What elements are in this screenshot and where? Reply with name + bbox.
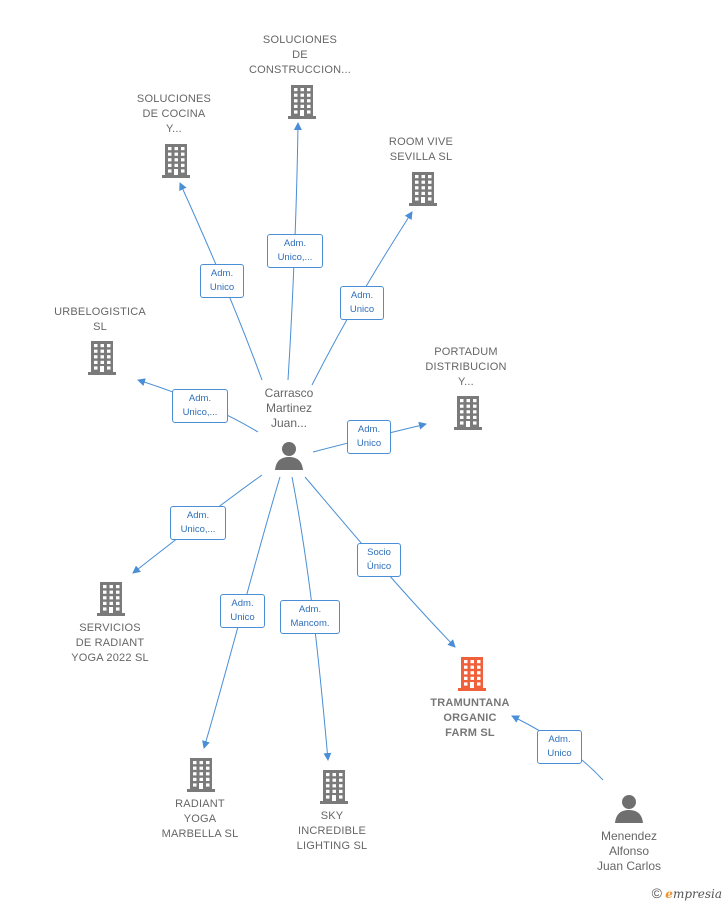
building-icon-main[interactable] bbox=[457, 656, 487, 692]
node-radiant-yoga[interactable]: RADIANT YOGA MARBELLA SL bbox=[161, 798, 239, 840]
node-soluciones-construccion[interactable]: SOLUCIONES DE CONSTRUCCION... bbox=[249, 34, 351, 76]
relation-label-construccion[interactable]: Adm.Unico,... bbox=[267, 234, 323, 268]
building-icon[interactable] bbox=[186, 757, 216, 793]
node-menendez-alfonso[interactable]: Menendez Alfonso Juan Carlos bbox=[596, 829, 662, 873]
node-tramuntana[interactable]: TRAMUNTANA ORGANIC FARM SL bbox=[430, 697, 510, 739]
building-icon[interactable] bbox=[287, 84, 317, 120]
building-icon[interactable] bbox=[453, 395, 483, 431]
node-carrasco-martinez[interactable]: Carrasco Martinez Juan... bbox=[244, 386, 334, 431]
node-sky-incredible[interactable]: SKY INCREDIBLE LIGHTING SL bbox=[296, 810, 368, 852]
building-icon[interactable] bbox=[161, 143, 191, 179]
relation-label-servicios[interactable]: Adm.Unico,... bbox=[170, 506, 226, 540]
node-urbelogistica[interactable]: URBELOGISTICA SL bbox=[54, 306, 146, 333]
node-servicios-radiant[interactable]: SERVICIOS DE RADIANT YOGA 2022 SL bbox=[71, 622, 149, 664]
relation-label-cocina[interactable]: Adm.Unico bbox=[200, 264, 244, 298]
building-icon[interactable] bbox=[408, 171, 438, 207]
relation-label-portadum[interactable]: Adm.Unico bbox=[347, 420, 391, 454]
node-label: Carrasco Martinez Juan... bbox=[264, 386, 314, 430]
relation-label-room[interactable]: Adm.Unico bbox=[340, 286, 384, 320]
node-soluciones-cocina[interactable]: SOLUCIONES DE COCINA Y... bbox=[136, 93, 212, 135]
building-icon[interactable] bbox=[96, 581, 126, 617]
relation-label-sky[interactable]: Adm.Mancom. bbox=[280, 600, 340, 634]
person-icon[interactable] bbox=[614, 794, 644, 824]
relation-label-urbe[interactable]: Adm.Unico,... bbox=[172, 389, 228, 423]
building-icon[interactable] bbox=[319, 769, 349, 805]
node-portadum[interactable]: PORTADUM DISTRIBUCION Y... bbox=[425, 346, 507, 388]
node-room-vive[interactable]: ROOM VIVE SEVILLA SL bbox=[388, 136, 454, 163]
copyright-icon: © bbox=[651, 885, 662, 901]
relation-label-menendez[interactable]: Adm.Unico bbox=[537, 730, 582, 764]
person-icon[interactable] bbox=[274, 441, 304, 471]
relation-label-radiant[interactable]: Adm.Unico bbox=[220, 594, 265, 628]
empresia-brand[interactable]: © empresia bbox=[651, 885, 722, 901]
building-icon[interactable] bbox=[87, 340, 117, 376]
